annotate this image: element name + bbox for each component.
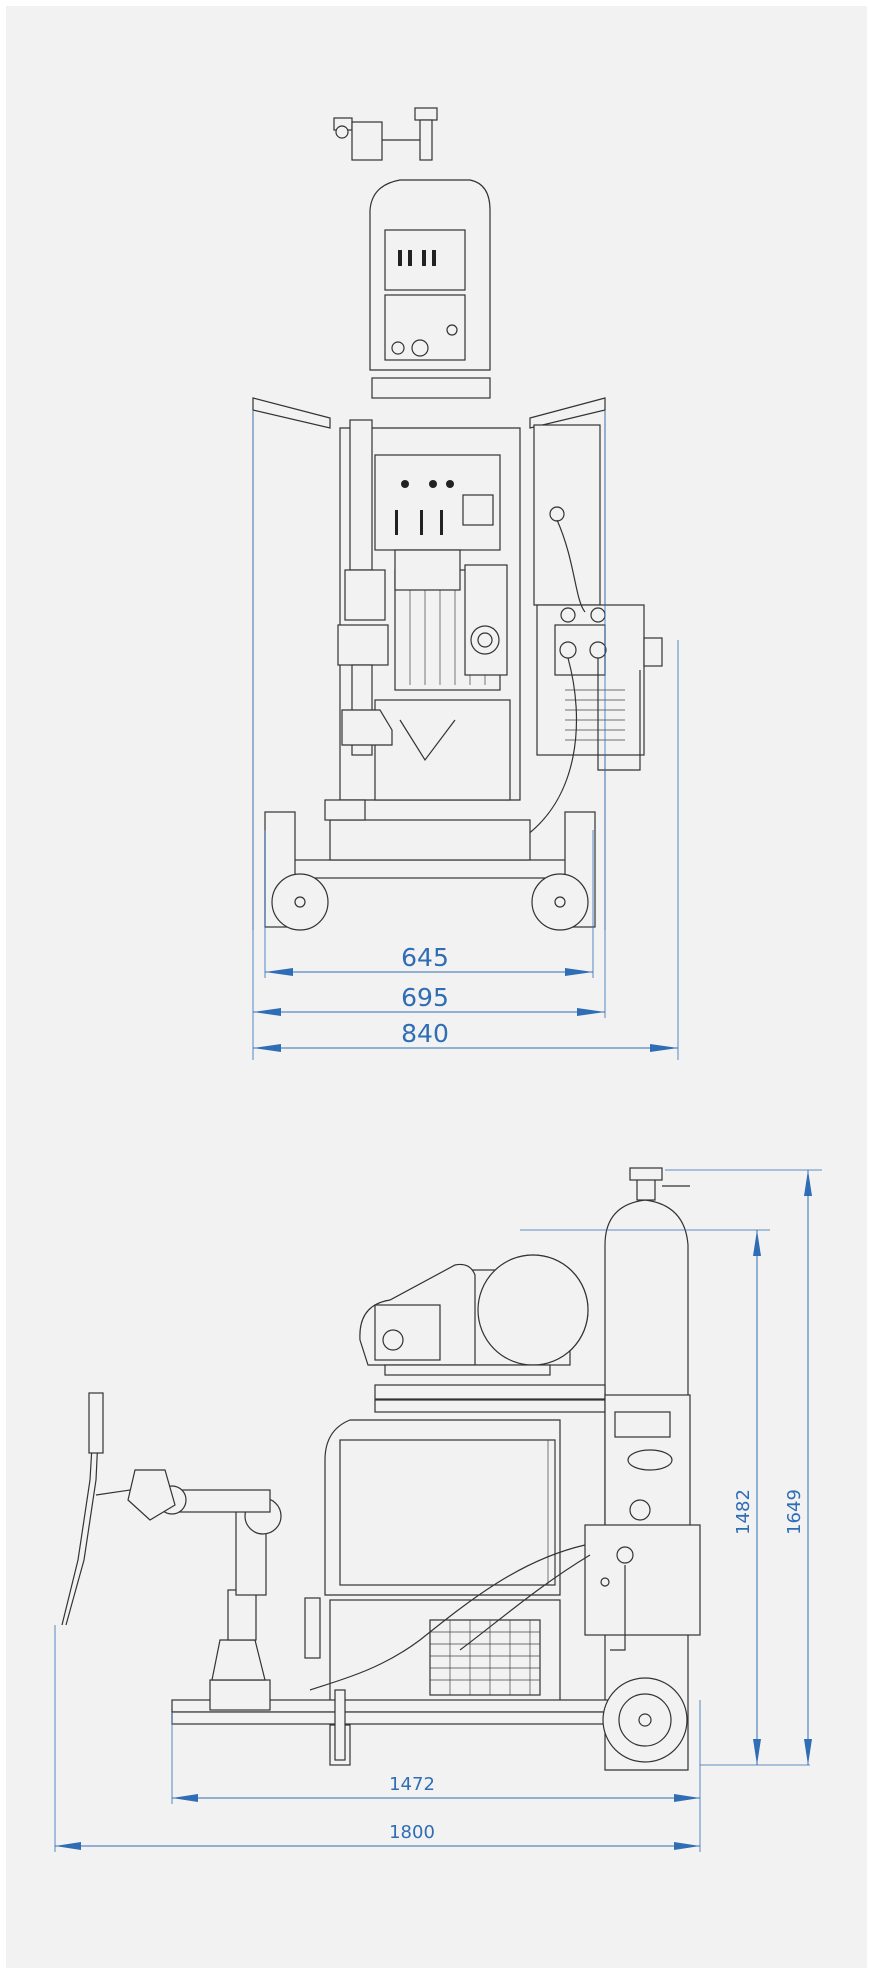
dimension-label-695: 695 bbox=[401, 983, 449, 1012]
dimension-label-645: 645 bbox=[401, 943, 449, 972]
dimension-label-1800: 1800 bbox=[389, 1822, 435, 1843]
dimension-1482: 1482 bbox=[733, 1230, 761, 1765]
front-view-extension-lines bbox=[252, 410, 679, 1060]
side-view-machine bbox=[61, 1167, 701, 1771]
dimension-1649: 1649 bbox=[784, 1170, 812, 1765]
dimension-695: 695 bbox=[253, 983, 605, 1016]
front-view-machine bbox=[252, 107, 663, 931]
dimension-label-1472: 1472 bbox=[389, 1774, 435, 1795]
dimension-1472: 1472 bbox=[172, 1774, 700, 1802]
dimension-label-1482: 1482 bbox=[733, 1489, 754, 1535]
dimension-840: 840 bbox=[253, 1019, 678, 1052]
side-view-extension-lines bbox=[54, 1169, 822, 1852]
dimension-label-1649: 1649 bbox=[784, 1489, 805, 1535]
dimension-label-840: 840 bbox=[401, 1019, 449, 1048]
dimension-1800: 1800 bbox=[55, 1822, 700, 1850]
dimension-645: 645 bbox=[265, 943, 593, 976]
